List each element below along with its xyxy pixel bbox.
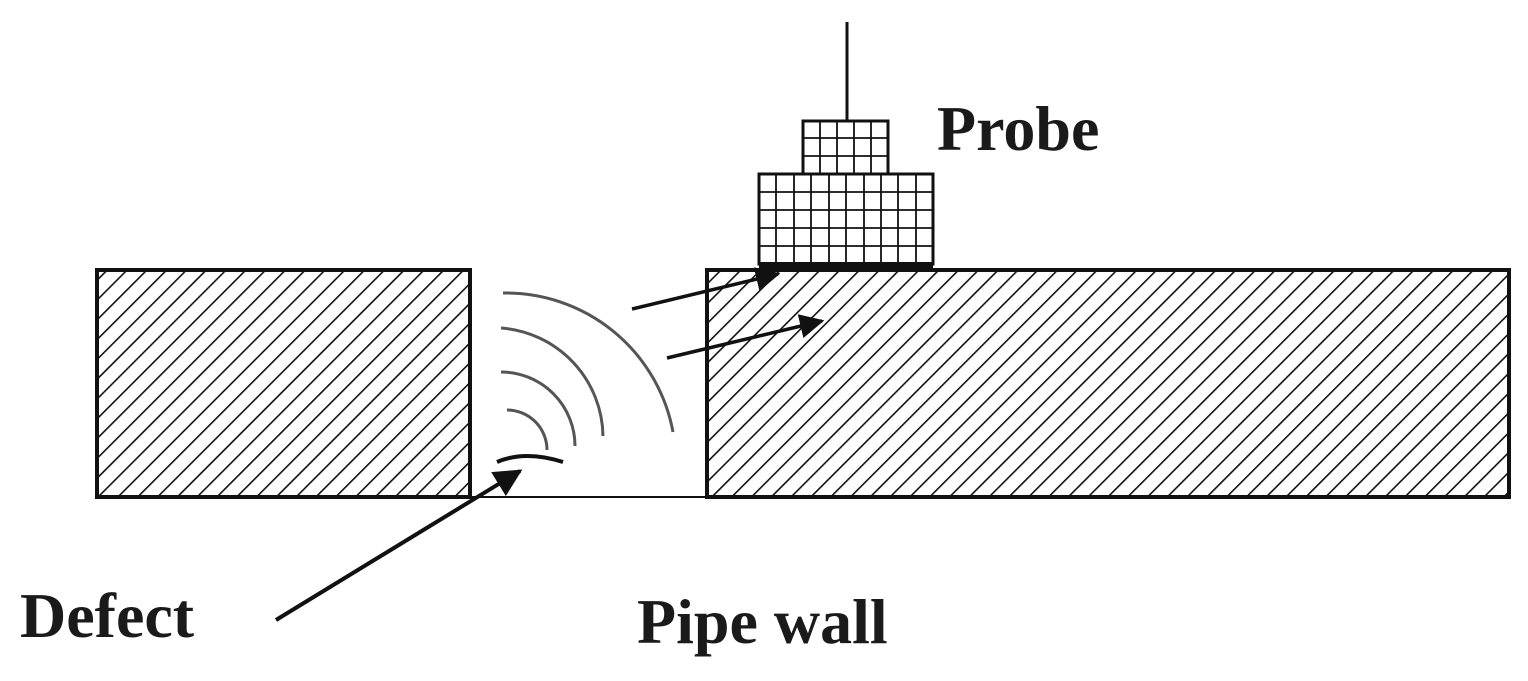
reflection-arrow-upper [631,267,781,311]
reflection-arrow-lower [666,314,825,360]
pipe-wall-right-segment [705,268,1511,499]
probe-upper-block [801,119,890,176]
wave-arc-2 [500,370,577,447]
probe-contact-shoe [759,262,933,271]
wave-arc-3 [500,326,605,437]
pipe-wall-label: Pipe wall [637,586,888,657]
probe-lower-grid [759,174,933,264]
defect-crack [496,454,564,464]
probe-label: Probe [937,93,1099,164]
wave-arc-4 [502,291,675,433]
defect-pointer-arrow [274,469,523,622]
defect-label: Defect [20,580,195,651]
probe [757,22,935,271]
pipe-wall-left-segment [95,268,472,499]
wave-arc-1 [506,408,549,451]
probe-upper-grid [803,121,888,174]
ultrasonic-wave-arcs [500,291,675,451]
